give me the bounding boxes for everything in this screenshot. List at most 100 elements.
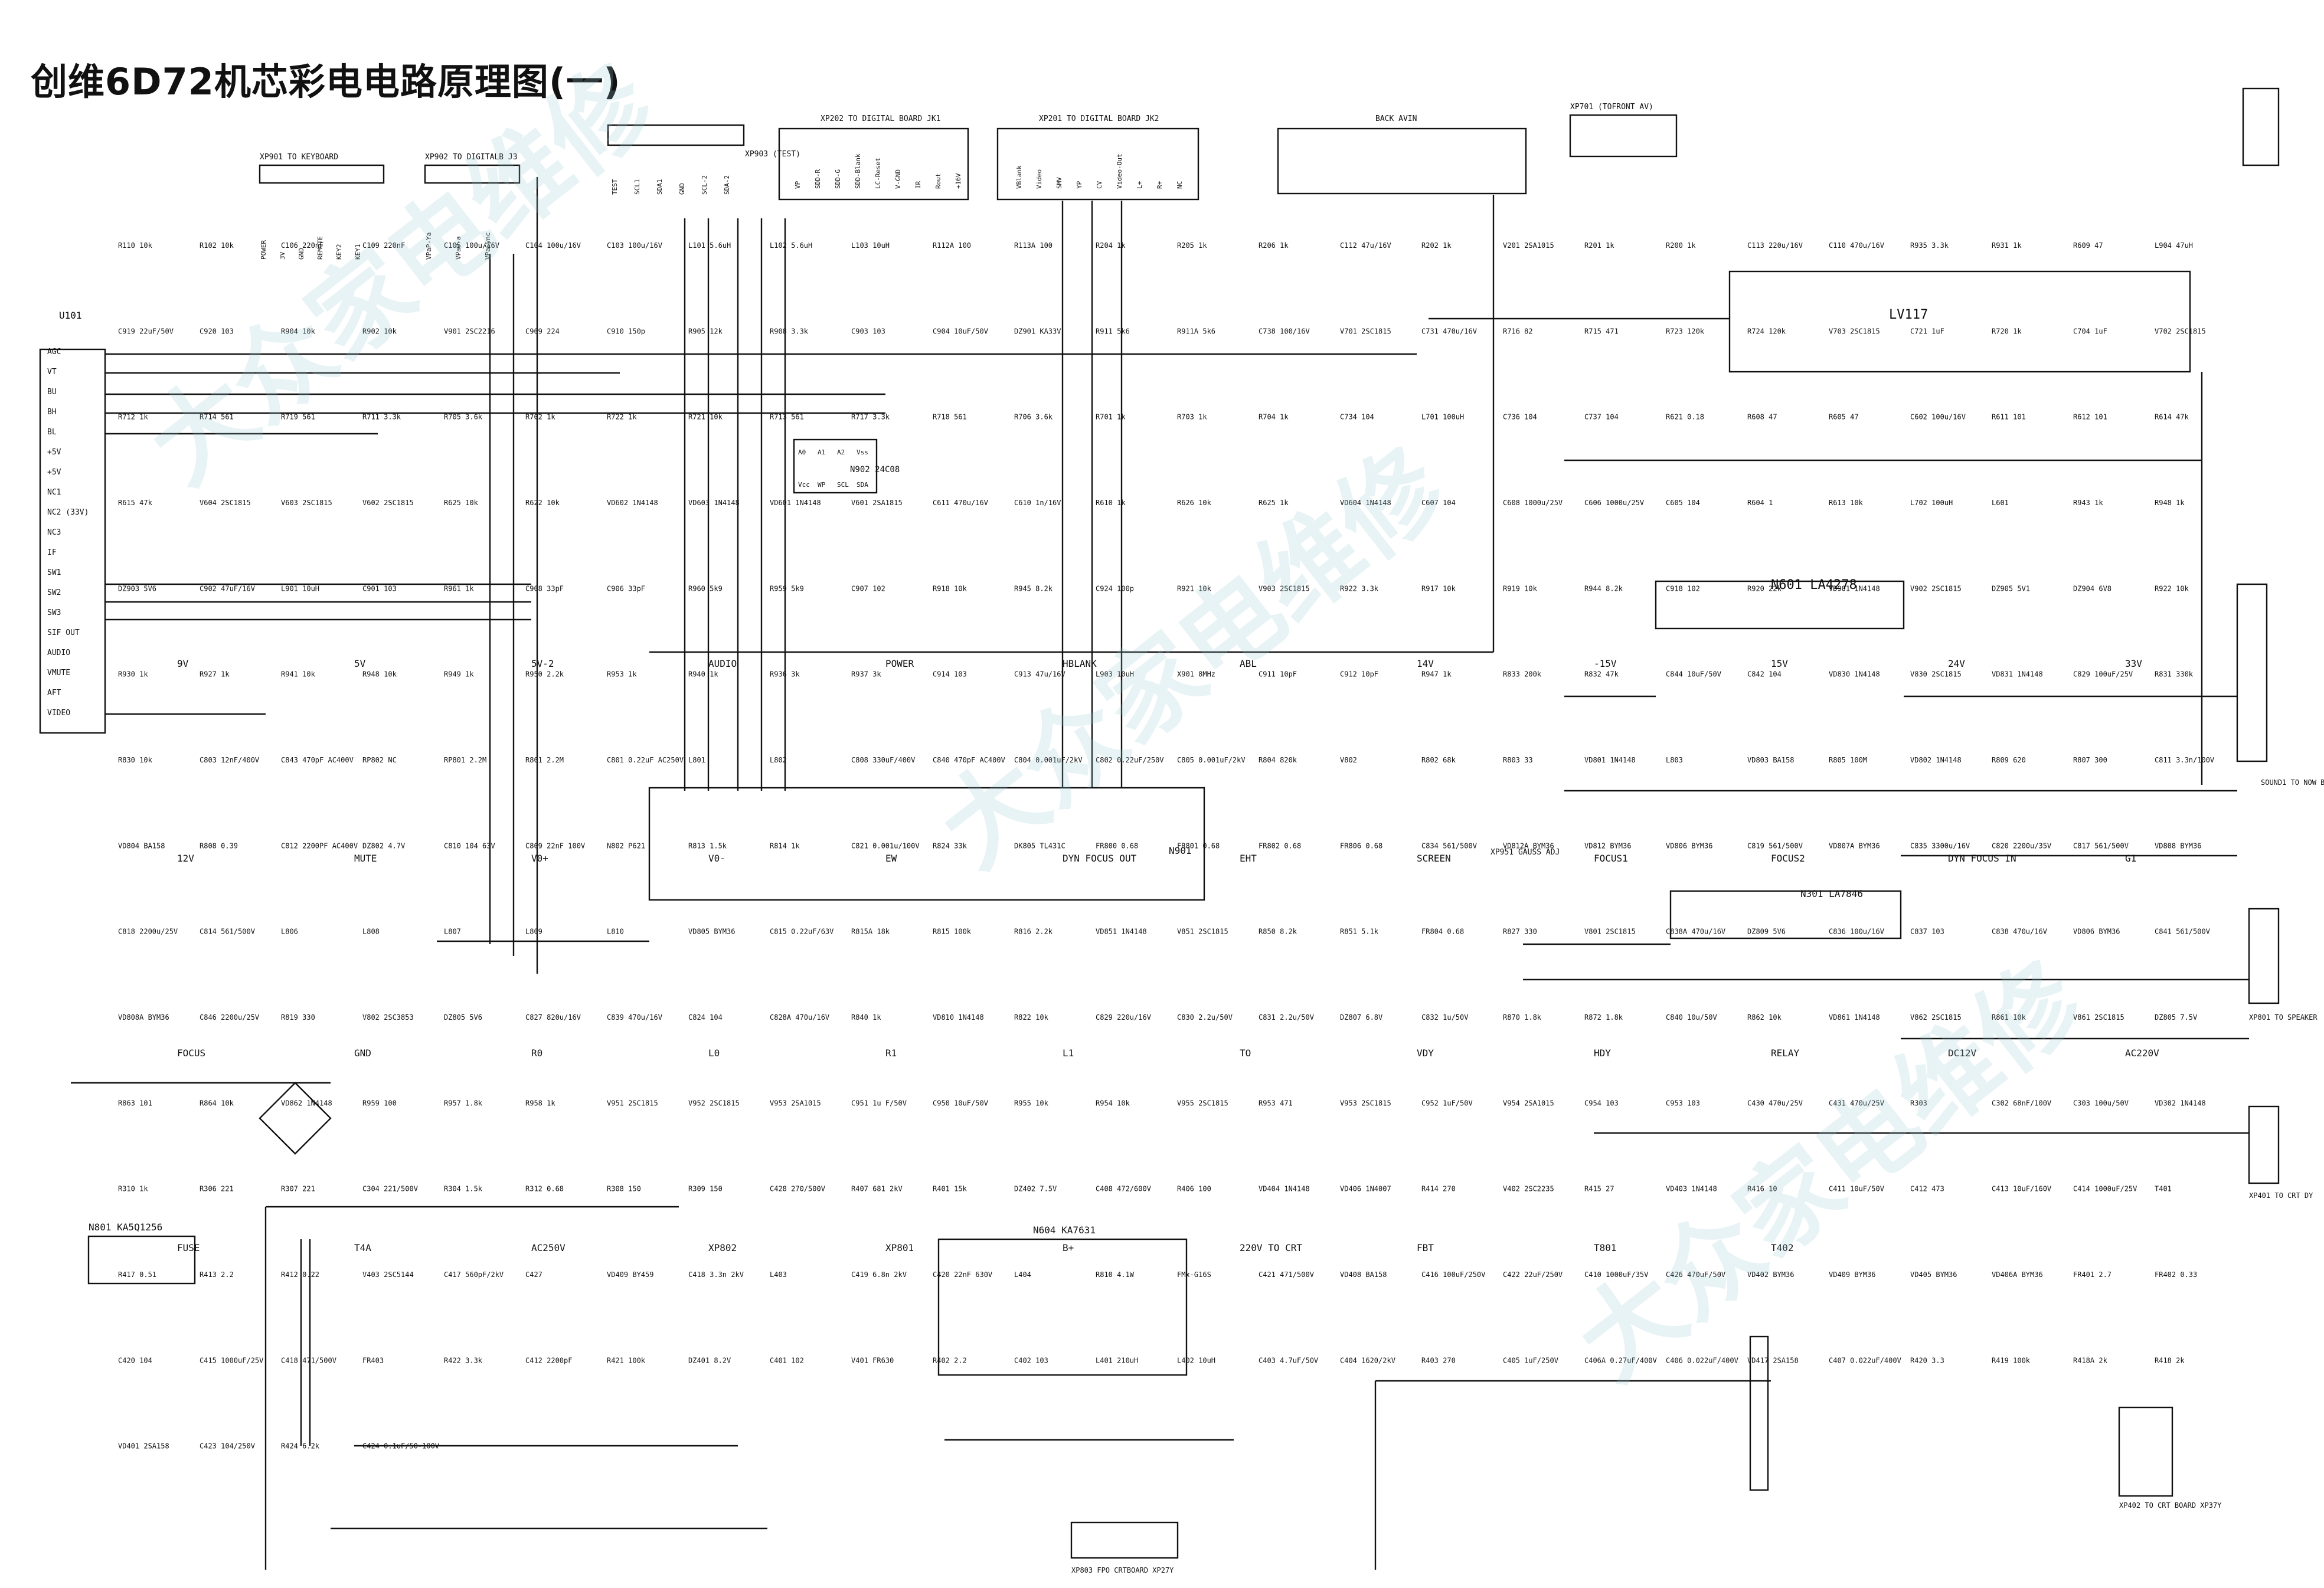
component-label: N802 P621 — [607, 842, 645, 850]
component-label: VD810 1N4148 — [933, 1013, 984, 1021]
connector-pin: SDA1 — [656, 179, 663, 195]
component-label: L402 10uH — [1177, 1356, 1215, 1364]
component-label: R424 6.2k — [281, 1442, 320, 1451]
component-label: R840 1k — [851, 1013, 881, 1021]
component-label: R861 10k — [1992, 1013, 2026, 1021]
xp903-label: XP903 (TEST) — [745, 150, 800, 159]
component-label: C819 561/500V — [1747, 842, 1803, 850]
net-label: 14V — [1417, 658, 1434, 669]
component-label: V703 2SC1815 — [1829, 327, 1880, 335]
net-label: T402 — [1771, 1242, 1794, 1253]
component-label: R717 3.3k — [851, 413, 890, 421]
net-label: 24V — [1948, 658, 1965, 669]
component-label: L903 10uH — [1096, 670, 1134, 679]
n902-pin: Vss — [857, 448, 868, 456]
xp901-label: XP901 TO KEYBOARD — [260, 153, 338, 162]
component-label: VD862 1N4148 — [281, 1099, 332, 1107]
component-label: R706 3.6k — [1014, 413, 1053, 421]
component-label: C903 103 — [851, 327, 885, 335]
connector-pin: Video — [1035, 169, 1043, 189]
component-label: R421 100k — [607, 1356, 646, 1364]
component-label: VD801 1N4148 — [1584, 756, 1636, 764]
component-label: R803 33 — [1503, 756, 1533, 764]
connector-pin: VPaP-Ya — [425, 233, 433, 260]
xp402-label: XP402 TO CRT BOARD XP37Y — [2119, 1501, 2222, 1510]
component-label: R418A 2k — [2073, 1356, 2108, 1364]
xp701-label: XP701 (TOFRONT AV) — [1570, 103, 1653, 112]
component-label: C910 150p — [607, 327, 645, 335]
component-label: C815 0.22uF/63V — [770, 928, 833, 936]
connector-pin: SDD-Blank — [854, 153, 862, 189]
component-label: R822 10k — [1014, 1013, 1049, 1021]
component-label: R805 100M — [1829, 756, 1867, 764]
net-label: 5V — [354, 658, 366, 669]
component-label: DZ904 6V8 — [2073, 584, 2111, 592]
connector-pin: LC-Reset — [874, 158, 882, 189]
component-label: L806 — [281, 928, 298, 936]
component-label: VD601 1N4148 — [770, 499, 821, 507]
component-label: R112A 100 — [933, 241, 971, 250]
component-label: V701 2SC1815 — [1340, 327, 1391, 335]
component-label: R201 1k — [1584, 241, 1614, 250]
component-label: R205 1k — [1177, 241, 1207, 250]
net-label: FUSE — [177, 1242, 200, 1253]
component-label: C302 68nF/100V — [1992, 1099, 2051, 1107]
component-label: R945 8.2k — [1014, 584, 1053, 592]
component-label: R714 561 — [200, 413, 234, 421]
connector-pin: +16V — [955, 173, 962, 189]
component-label: C908 33pF — [525, 584, 564, 592]
u101-pin: SIF OUT — [47, 628, 80, 637]
component-label: V830 2SC1815 — [1910, 670, 1962, 679]
component-label: DZ901 KA33V — [1014, 327, 1061, 335]
lv117-chip — [1728, 270, 2191, 373]
page-title: 创维6D72机芯彩电电路原理图(一) — [31, 60, 621, 103]
component-label: V702 2SC1815 — [2155, 327, 2206, 335]
u101-pin: AUDIO — [47, 649, 70, 657]
xp801-speaker-connector — [2248, 908, 2280, 1004]
xp901-connector — [259, 164, 385, 184]
component-label: R824 33k — [933, 842, 967, 850]
connector-pin: VPaSync — [484, 233, 492, 260]
component-label: R802 68k — [1421, 756, 1456, 764]
net-label: T4A — [354, 1242, 371, 1253]
sound1-connector — [2236, 583, 2268, 762]
component-label: L807 — [444, 928, 461, 936]
net-label: POWER — [885, 658, 914, 669]
connector-pin: SCL-2 — [701, 175, 708, 195]
component-label: C913 47u/16V — [1014, 670, 1065, 679]
component-label: L101 5.6uH — [688, 241, 731, 250]
component-label: R406 100 — [1177, 1185, 1211, 1193]
component-label: C834 561/500V — [1421, 842, 1477, 850]
component-label: C421 471/500V — [1259, 1271, 1314, 1279]
component-label: C803 12nF/400V — [200, 756, 259, 764]
component-label: R715 471 — [1584, 327, 1619, 335]
component-label: L103 10uH — [851, 241, 890, 250]
component-label: C906 33pF — [607, 584, 645, 592]
component-label: R949 1k — [444, 670, 474, 679]
component-label: L601 — [1992, 499, 2009, 507]
component-label: C817 561/500V — [2073, 842, 2129, 850]
component-label: R724 120k — [1747, 327, 1786, 335]
net-label: EHT — [1240, 853, 1257, 864]
component-label: R306 221 — [200, 1185, 234, 1193]
component-label: C431 470u/25V — [1829, 1099, 1884, 1107]
component-label: V851 2SC1815 — [1177, 928, 1228, 936]
component-label: R310 1k — [118, 1185, 148, 1193]
component-label: R809 620 — [1992, 756, 2026, 764]
n902-pin: A1 — [818, 448, 825, 456]
component-label: C804 0.001uF/2kV — [1014, 756, 1083, 764]
component-label: C829 220u/16V — [1096, 1013, 1151, 1021]
component-label: C840 470pF AC400V — [933, 756, 1005, 764]
component-label: R955 10k — [1014, 1099, 1049, 1107]
net-label: DC12V — [1948, 1047, 1977, 1059]
u101-pin: VMUTE — [47, 669, 70, 677]
sound-label: SOUND1 TO NOW BOARD OR TREBASS BOARD — [2261, 778, 2324, 787]
component-label: R935 3.3k — [1910, 241, 1949, 250]
component-label: R830 10k — [118, 756, 153, 764]
component-label: R870 1.8k — [1503, 1013, 1542, 1021]
component-label: C428 270/500V — [770, 1185, 825, 1193]
component-label: C419 6.8n 2kV — [851, 1271, 907, 1279]
net-label: B+ — [1063, 1242, 1074, 1253]
